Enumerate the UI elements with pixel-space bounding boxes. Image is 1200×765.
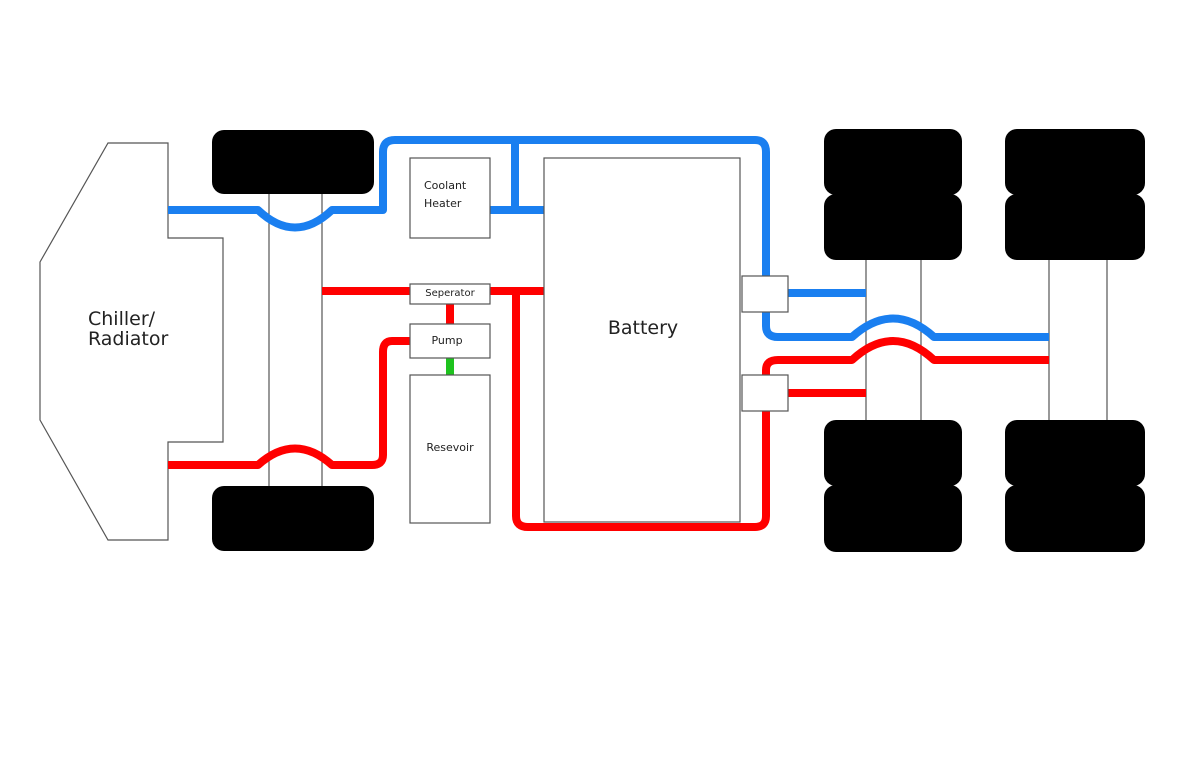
reservoir (409, 374, 491, 524)
reservoir-label: Resevoir (426, 441, 474, 454)
pump-label: Pump (431, 334, 462, 347)
tire (1005, 485, 1145, 552)
tire (1005, 129, 1145, 195)
tire (1005, 194, 1145, 260)
hot-line-pump-out (168, 337, 410, 469)
battery-label: Battery (608, 317, 678, 339)
rear-dual-tires (824, 129, 1145, 552)
front-right-tire (212, 486, 374, 551)
cold-line-heater-branch (490, 140, 544, 214)
hot-coolant-lines (168, 287, 1049, 531)
separator (409, 283, 491, 305)
battery-outlet-connector (741, 275, 789, 313)
chiller-label-line2: Radiator (88, 328, 168, 350)
tire (824, 485, 962, 552)
tire (824, 420, 962, 486)
pump (409, 323, 491, 359)
front-left-tire (212, 130, 374, 194)
coolant-heater (409, 157, 491, 239)
battery-inlet-connector (741, 374, 789, 412)
hot-line-battery-loop (512, 291, 770, 531)
cold-line-rear-return (762, 312, 1049, 341)
hot-line-rear-return (762, 337, 1049, 375)
cold-coolant-lines (168, 136, 1049, 341)
separator-label: Seperator (425, 288, 475, 299)
tire (1005, 420, 1145, 486)
chiller-label-line1: Chiller/ (88, 308, 156, 330)
cold-line-main (168, 136, 770, 276)
coolant-heater-label-line2: Heater (424, 197, 462, 210)
tire (824, 129, 962, 195)
battery (543, 157, 741, 523)
tire (824, 194, 962, 260)
coolant-heater-label-line1: Coolant (424, 179, 467, 192)
